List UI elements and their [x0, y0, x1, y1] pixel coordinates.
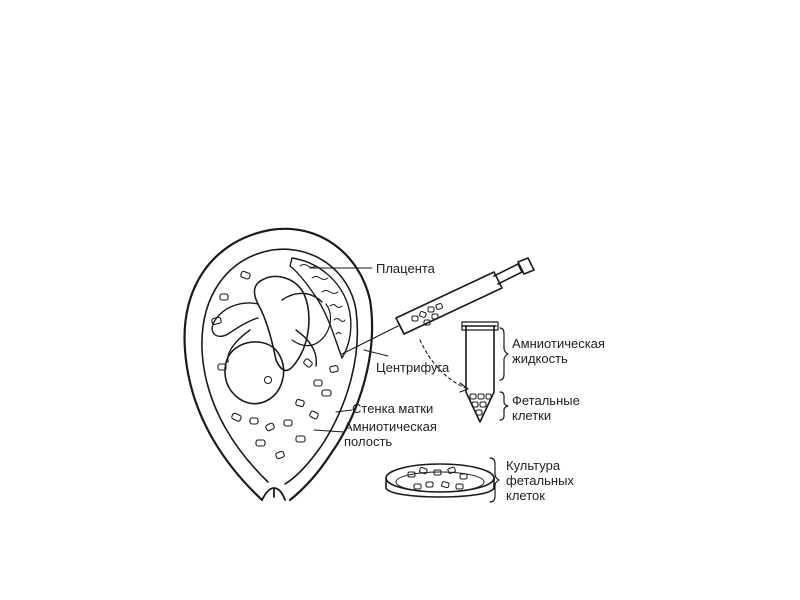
brace-amniotic-fluid	[499, 327, 509, 381]
label-amniotic-cavity-1: Амниотическая	[344, 419, 437, 434]
label-fetal-cells-1: Фетальные	[512, 393, 580, 408]
brace-culture	[489, 457, 500, 503]
placenta-shape	[289, 257, 352, 359]
syringe-needle	[341, 325, 399, 355]
leader-amniotic-cavity	[313, 429, 345, 433]
leader-lines	[309, 267, 389, 433]
placenta-texture	[299, 264, 346, 335]
uterus-inner-wall	[201, 248, 359, 485]
label-culture-1: Культура	[506, 458, 561, 473]
brace-fetal-cells	[499, 391, 509, 421]
fetus-limbs	[211, 292, 323, 367]
label-culture-3: клеток	[506, 488, 545, 503]
label-culture-2: фетальных	[506, 473, 574, 488]
leader-uterine-wall	[335, 409, 353, 413]
fetus-ear	[264, 376, 272, 384]
petri-dish	[385, 463, 495, 498]
label-amniotic-fluid-2: жидкость	[512, 351, 568, 366]
petri-cells	[407, 466, 468, 490]
syringe-cells	[411, 303, 443, 326]
syringe	[341, 257, 535, 355]
centrifuge-tube	[461, 321, 499, 423]
label-centrifuge: Центрифуга	[376, 360, 450, 375]
label-placenta: Плацента	[376, 261, 435, 276]
syringe-barrel	[395, 271, 503, 335]
amniotic-cells	[211, 270, 339, 460]
label-amniotic-cavity-2: полость	[344, 434, 393, 449]
tube-cells	[469, 393, 492, 416]
transfer-arrow	[419, 339, 467, 389]
label-uterine-wall: Стенка матки	[352, 401, 434, 416]
umbilical-cord	[291, 303, 332, 347]
uterus-outer-wall	[183, 227, 374, 502]
cervix	[261, 487, 286, 501]
fetus-body	[253, 275, 310, 372]
syringe-plunger	[493, 257, 535, 285]
label-amniotic-fluid-1: Амниотическая	[512, 336, 605, 351]
leader-centrifuge	[363, 349, 389, 357]
label-fetal-cells-2: клетки	[512, 408, 552, 423]
